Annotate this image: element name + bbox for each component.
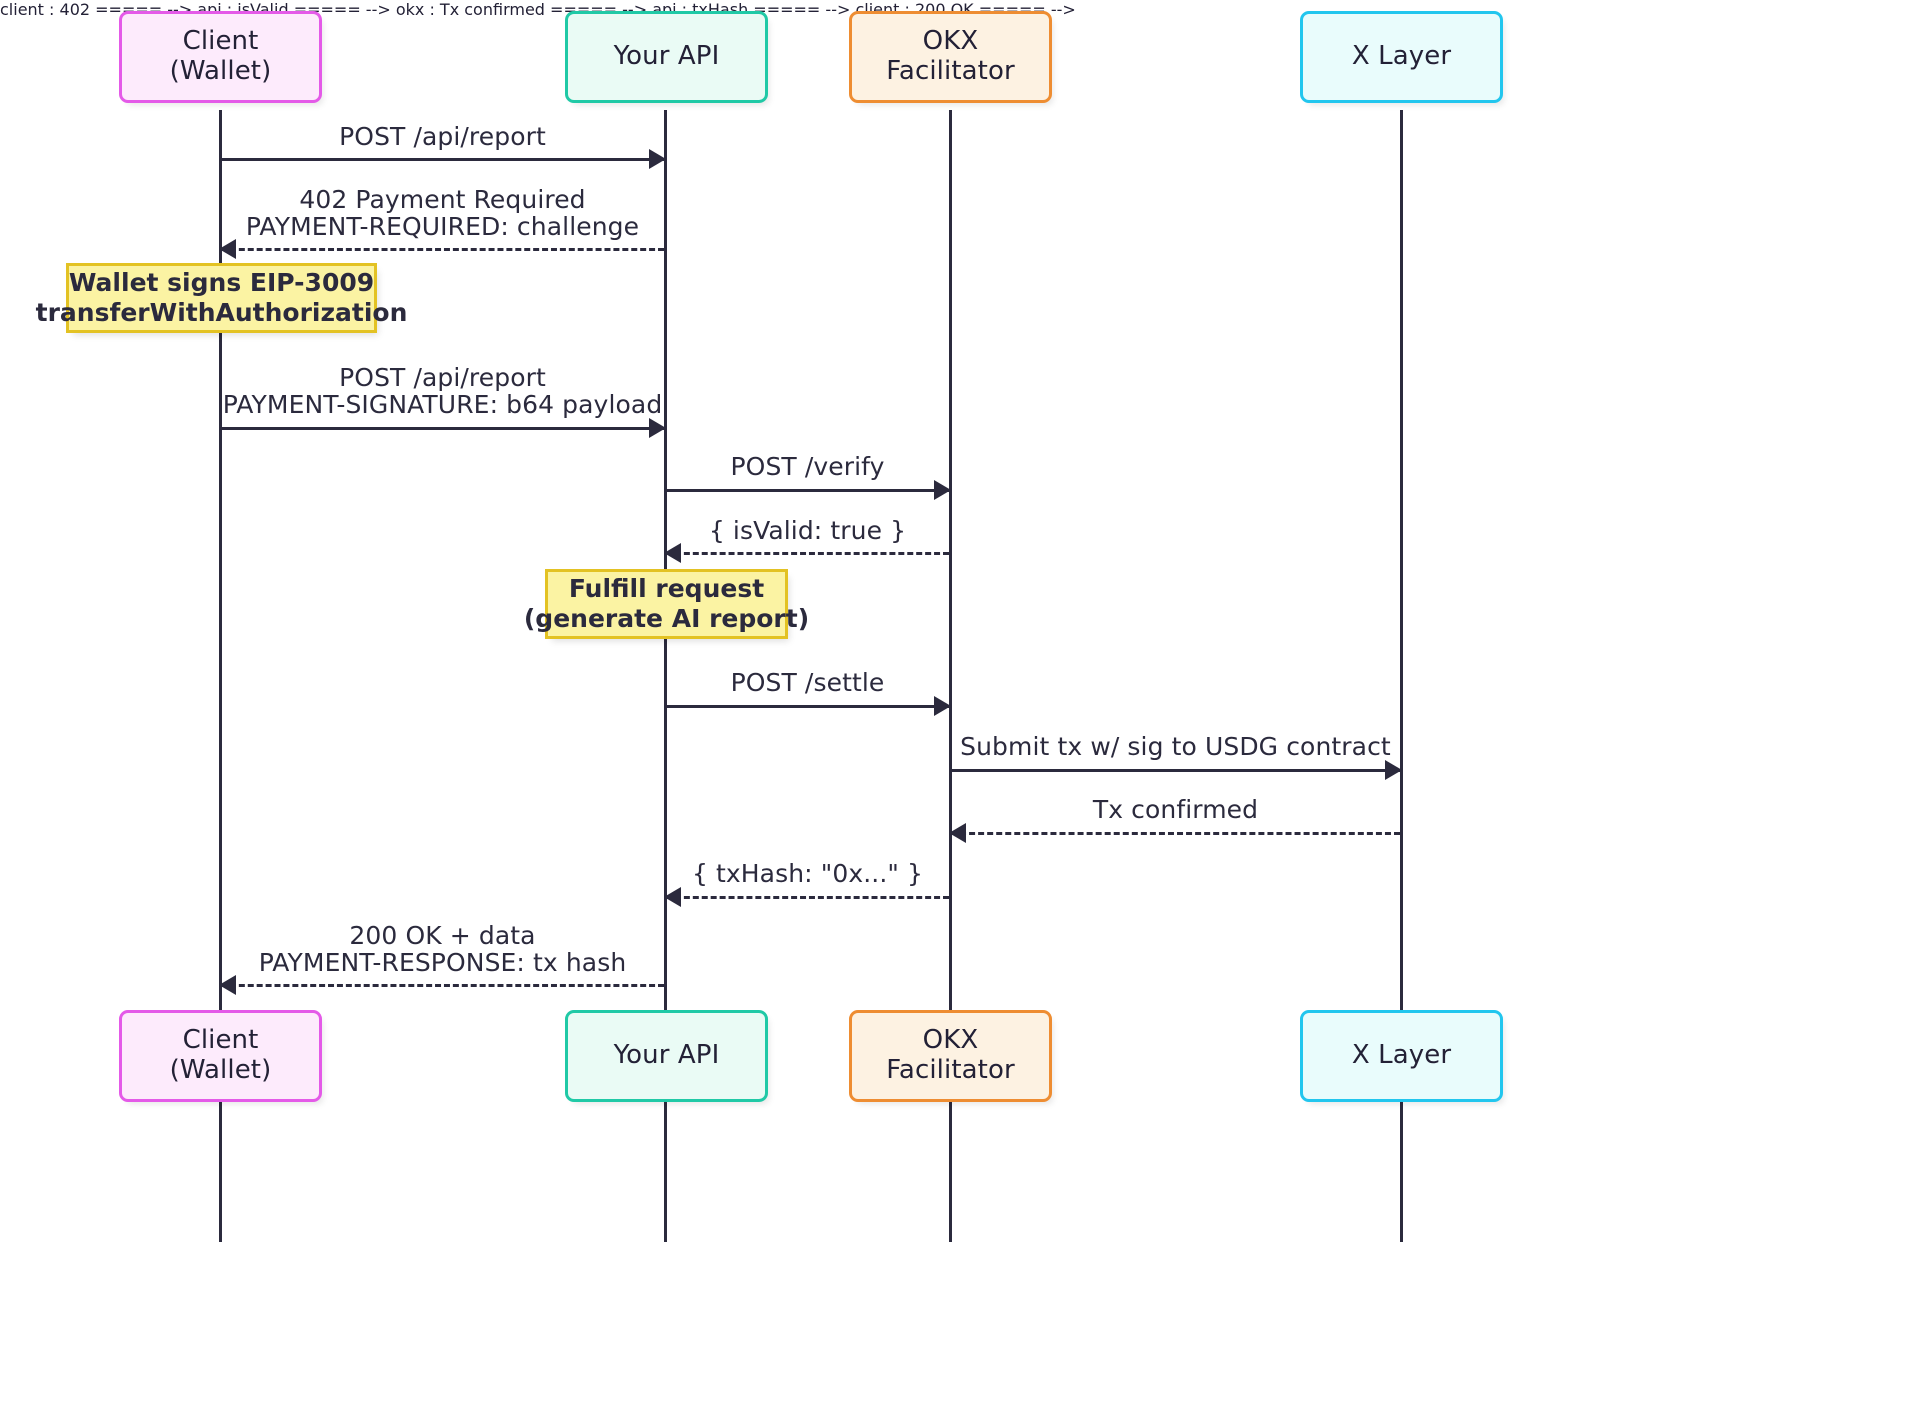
actor-label: Client (Wallet) — [169, 26, 272, 86]
actor-client-top[interactable]: Client (Wallet) — [119, 11, 322, 103]
note-line-2: transferWithAuthorization — [35, 298, 408, 327]
arrowhead-left-icon — [219, 975, 236, 995]
message-arrow-m2 — [219, 239, 664, 259]
actor-label: Client (Wallet) — [169, 1025, 272, 1085]
arrowhead-left-icon — [949, 823, 966, 843]
actor-client-bottom[interactable]: Client (Wallet) — [119, 1010, 322, 1102]
note-line-1: Wallet signs EIP-3009 — [68, 268, 375, 297]
note-fulfill-request: Fulfill request (generate AI report) — [524, 569, 809, 639]
lifeline-client — [219, 110, 222, 1242]
message-arrow-m10 — [219, 975, 664, 995]
arrowhead-left-icon — [219, 239, 236, 259]
message-arrow-m1 — [221, 149, 666, 169]
message-line — [666, 489, 949, 492]
actor-okx-bottom[interactable]: OKX Facilitator — [849, 1010, 1052, 1102]
lifeline-xlayer — [1400, 110, 1403, 1242]
message-line — [666, 705, 949, 708]
message-line — [221, 248, 664, 251]
actor-api-top[interactable]: Your API — [565, 11, 768, 103]
message-arrow-m6 — [666, 696, 951, 716]
message-line — [951, 769, 1400, 772]
arrowhead-right-icon — [649, 418, 666, 438]
actor-label: OKX Facilitator — [886, 1025, 1015, 1085]
arrowhead-right-icon — [934, 696, 951, 716]
message-line — [666, 552, 949, 555]
lifeline-okx — [949, 110, 952, 1242]
message-arrow-m5 — [664, 543, 949, 563]
message-line — [221, 984, 664, 987]
note-line-1: Fulfill request — [568, 574, 765, 603]
actor-label: Your API — [613, 1040, 720, 1071]
arrowhead-left-icon — [664, 887, 681, 907]
message-line — [666, 896, 949, 899]
actor-xlayer-bottom[interactable]: X Layer — [1300, 1010, 1503, 1102]
message-label-m1: POST /api/report — [339, 122, 546, 151]
message-line — [221, 158, 664, 161]
actor-label: Your API — [613, 41, 720, 72]
message-label-m7: Submit tx w/ sig to USDG contract — [960, 732, 1391, 761]
arrowhead-left-icon — [664, 543, 681, 563]
note-wallet-signs: Wallet signs EIP-3009 transferWithAuthor… — [36, 263, 407, 333]
message-arrow-m4 — [666, 480, 951, 500]
message-arrow-m9 — [664, 887, 949, 907]
message-label-m8: Tx confirmed — [1092, 795, 1259, 824]
note-line-2: (generate AI report) — [523, 604, 810, 633]
message-line — [951, 832, 1400, 835]
actor-label: X Layer — [1351, 1040, 1452, 1071]
message-label-m10: 200 OK + data PAYMENT-RESPONSE: tx hash — [258, 921, 627, 977]
message-arrow-m3 — [221, 418, 666, 438]
message-label-m3: POST /api/report PAYMENT-SIGNATURE: b64 … — [222, 363, 663, 419]
message-label-m9: { txHash: "0x..." } — [691, 859, 924, 888]
message-label-m6: POST /settle — [730, 668, 885, 697]
arrowhead-right-icon — [649, 149, 666, 169]
actor-label: OKX Facilitator — [886, 26, 1015, 86]
message-line — [221, 427, 664, 430]
actor-okx-top[interactable]: OKX Facilitator — [849, 11, 1052, 103]
actor-api-bottom[interactable]: Your API — [565, 1010, 768, 1102]
arrowhead-right-icon — [1385, 760, 1402, 780]
message-label-m4: POST /verify — [730, 452, 885, 481]
message-label-m5: { isValid: true } — [708, 516, 907, 545]
message-arrow-m7 — [951, 760, 1402, 780]
arrowhead-right-icon — [934, 480, 951, 500]
message-label-m2: 402 Payment Required PAYMENT-REQUIRED: c… — [245, 185, 640, 241]
actor-label: X Layer — [1351, 41, 1452, 72]
actor-xlayer-top[interactable]: X Layer — [1300, 11, 1503, 103]
lifeline-api — [664, 110, 667, 1242]
message-arrow-m8 — [949, 823, 1400, 843]
